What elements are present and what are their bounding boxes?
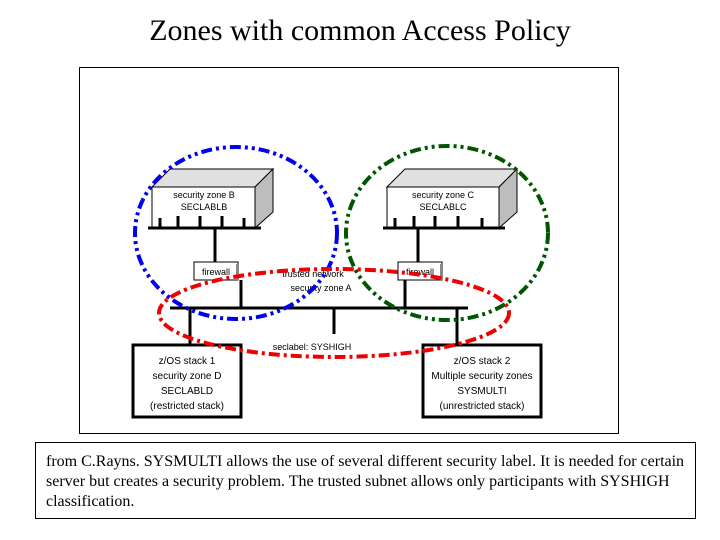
stack1-title: z/OS stack 1: [159, 356, 216, 367]
zone-c-server: security zone C SECLABLC: [383, 167, 519, 230]
seclabel-syshigh-label: seclabel: SYSHIGH: [273, 342, 352, 352]
firewall-right-label: firewall: [406, 267, 434, 277]
zone-c-boundary: [344, 144, 550, 322]
stack2-seclabel: SYSMULTI: [457, 386, 506, 397]
zone-b-boundary: [133, 145, 339, 321]
diagram-canvas: security zone B SECLABLB security zone C…: [131, 144, 550, 419]
trusted-zone-boundary: [157, 267, 511, 359]
trusted-network-label: trusted network: [282, 269, 344, 279]
zone-b-label: security zone B: [173, 190, 235, 200]
zone-b-seclabel: SECLABLB: [181, 202, 228, 212]
firewall-left-label: firewall: [202, 267, 230, 277]
zos-stack-1: z/OS stack 1 security zone D SECLABLD (r…: [131, 343, 243, 419]
zone-c-label: security zone C: [412, 190, 475, 200]
stack1-zone: security zone D: [153, 371, 222, 382]
stack1-seclabel: SECLABLD: [161, 386, 213, 397]
stack1-type: (restricted stack): [150, 401, 224, 412]
stack2-zone: Multiple security zones: [431, 371, 532, 382]
stack2-type: (unrestricted stack): [439, 401, 524, 412]
firewall-left: firewall: [193, 261, 239, 281]
trusted-network-zone-label: security zone A: [290, 283, 351, 293]
stack2-title: z/OS stack 2: [454, 356, 511, 367]
page-title: Zones with common Access Policy: [149, 14, 571, 47]
zone-b-server: security zone B SECLABLB: [148, 167, 275, 230]
zos-stack-2: z/OS stack 2 Multiple security zones SYS…: [421, 343, 543, 419]
caption-box: from C.Rayns. SYSMULTI allows the use of…: [35, 442, 696, 519]
network-diagram: security zone B SECLABLB security zone C…: [79, 67, 619, 434]
zone-c-seclabel: SECLABLC: [419, 202, 467, 212]
